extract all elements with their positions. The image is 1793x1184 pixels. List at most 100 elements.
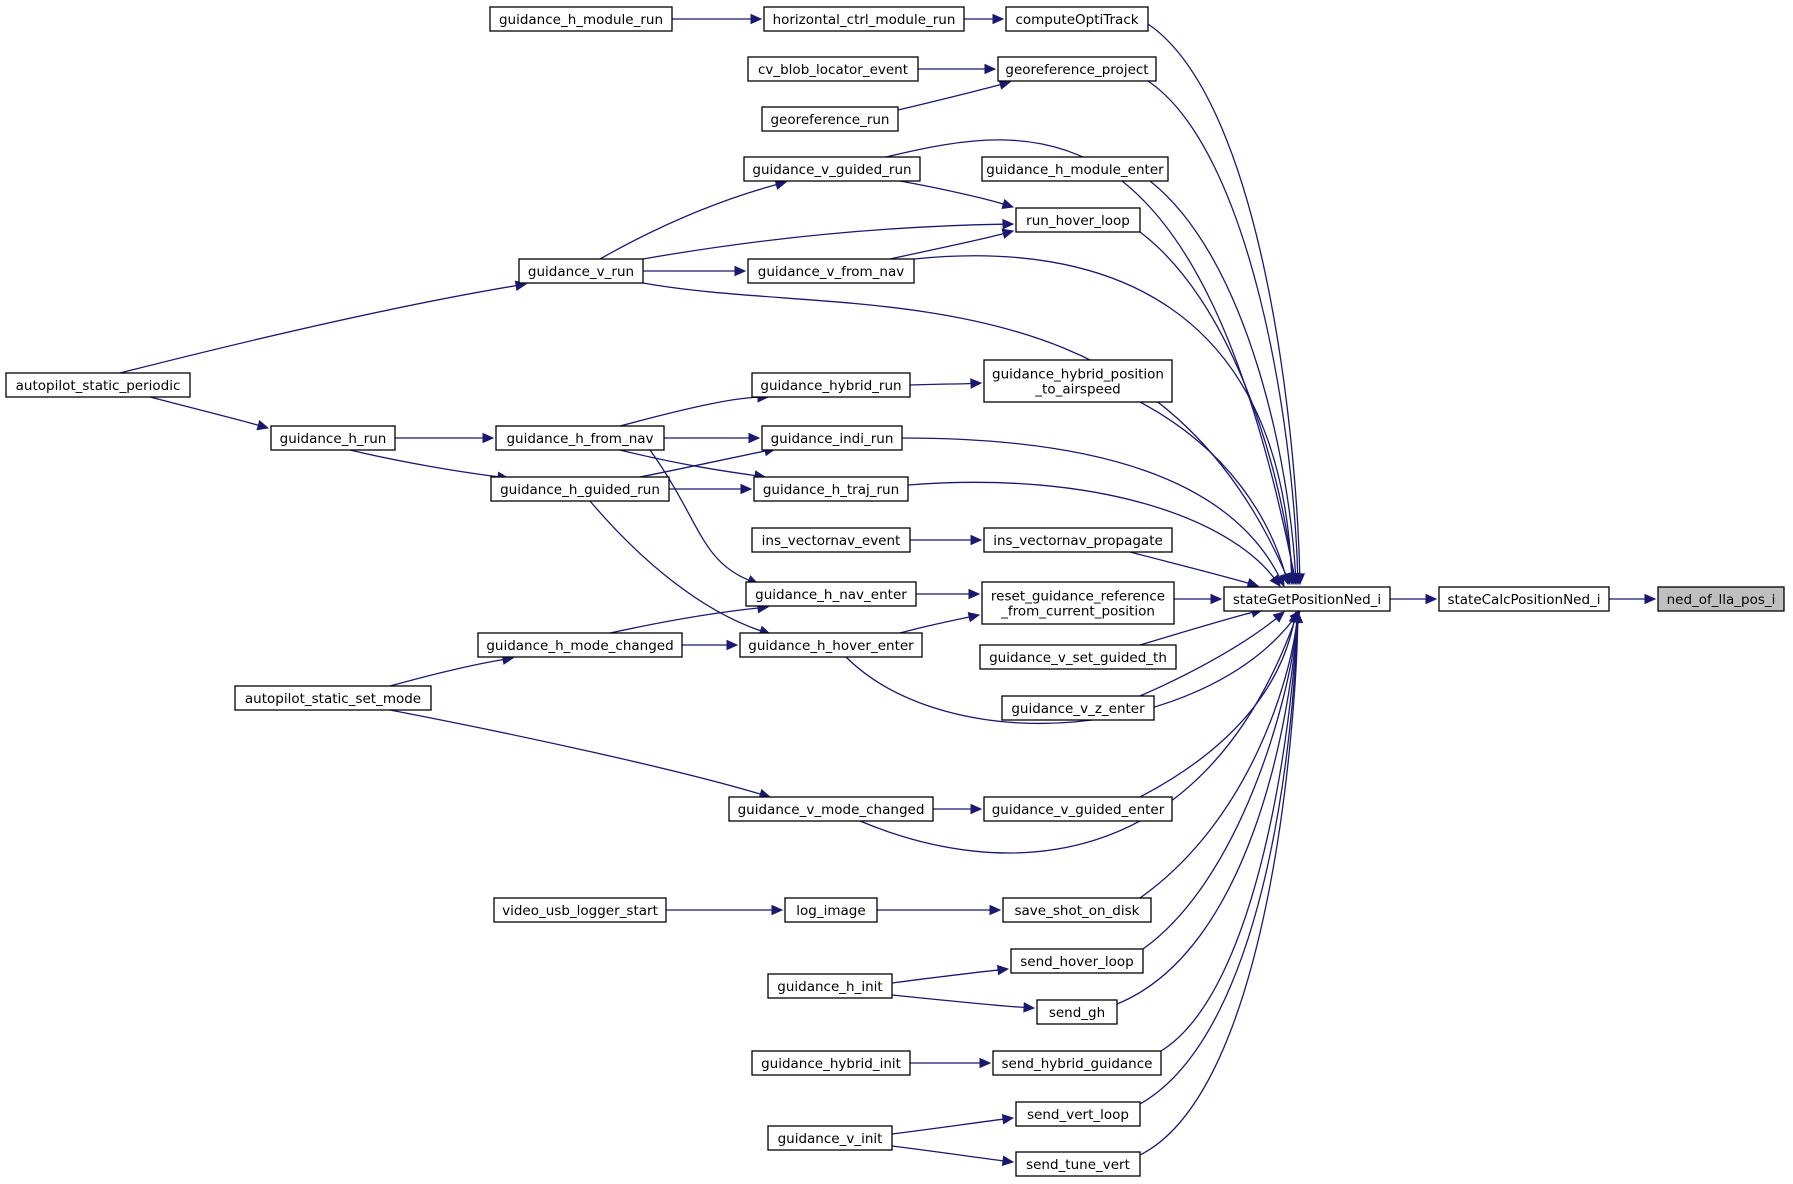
node-video_usb_logger_start[interactable]: video_usb_logger_start [493, 897, 667, 923]
node-guidance_h_from_nav[interactable]: guidance_h_from_nav [495, 425, 665, 451]
edge-guidance_h_mode_changed-to-guidance_h_hover_enter [682, 639, 739, 651]
edge-line [891, 1118, 1004, 1135]
arrowhead [1210, 593, 1223, 605]
edge-line [901, 437, 1281, 578]
node-box [743, 156, 921, 182]
edge-line [1139, 621, 1299, 1105]
node-guidance_h_run[interactable]: guidance_h_run [270, 425, 396, 451]
node-horizontal_ctrl_module_run[interactable]: horizontal_ctrl_module_run [763, 6, 965, 32]
node-cv_blob_locator_event[interactable]: cv_blob_locator_event [747, 56, 919, 82]
node-label: guidance_h_hover_enter [748, 638, 914, 654]
node-guidance_h_mode_changed[interactable]: guidance_h_mode_changed [477, 632, 683, 658]
node-box [981, 581, 1175, 625]
node-label: run_hover_loop [1026, 213, 1130, 229]
edge-guidance_h_run-to-guidance_h_from_nav [394, 432, 495, 444]
node-label: guidance_v_run [528, 264, 634, 280]
node-stateCalcPositionNed_i[interactable]: stateCalcPositionNed_i [1438, 586, 1610, 612]
edges-layer [119, 13, 1657, 1167]
edge-guidance_hybrid_init-to-send_hybrid_guidance [910, 1057, 992, 1069]
node-guidance_indi_run[interactable]: guidance_indi_run [761, 425, 903, 451]
arrowhead [1001, 1113, 1015, 1125]
node-box [493, 897, 667, 923]
node-autopilot_static_periodic[interactable]: autopilot_static_periodic [5, 372, 191, 398]
node-label: autopilot_static_periodic [16, 378, 181, 394]
node-label: guidance_hybrid_run [760, 378, 901, 394]
edge-line [639, 450, 766, 478]
edge-guidance_h_run-to-guidance_h_guided_run [349, 449, 510, 482]
arrowhead [1274, 574, 1285, 588]
arrowhead [984, 63, 997, 75]
node-log_image[interactable]: log_image [784, 897, 878, 923]
node-box [1015, 207, 1141, 233]
node-guidance_h_module_enter[interactable]: guidance_h_module_enter [981, 156, 1169, 182]
node-label: guidance_v_from_nav [758, 264, 904, 280]
edge-line [649, 449, 750, 581]
node-ins_vectornav_event[interactable]: ins_vectornav_event [751, 527, 911, 553]
node-guidance_hybrid_init[interactable]: guidance_hybrid_init [751, 1050, 911, 1076]
node-box [747, 56, 919, 82]
node-label: autopilot_static_set_mode [245, 691, 421, 707]
node-label: _to_airspeed [1034, 382, 1120, 398]
node-guidance_h_init[interactable]: guidance_h_init [767, 973, 893, 999]
node-guidance_v_mode_changed[interactable]: guidance_v_mode_changed [728, 796, 934, 822]
node-guidance_v_guided_run[interactable]: guidance_v_guided_run [743, 156, 921, 182]
node-georeference_run[interactable]: georeference_run [761, 106, 899, 132]
edge-guidance_v_init-to-send_tune_vert [891, 1145, 1015, 1167]
node-autopilot_static_set_mode[interactable]: autopilot_static_set_mode [234, 685, 432, 711]
node-box [1002, 897, 1152, 923]
edge-guidance_hybrid_run-to-guidance_hybrid_position_to_airspeed [909, 378, 983, 389]
node-save_shot_on_disk[interactable]: save_shot_on_disk [1002, 897, 1152, 923]
node-guidance_h_nav_enter[interactable]: guidance_h_nav_enter [745, 581, 917, 607]
node-georeference_project[interactable]: georeference_project [997, 56, 1157, 82]
node-box [5, 372, 191, 398]
node-send_vert_loop[interactable]: send_vert_loop [1015, 1101, 1141, 1127]
node-run_hover_loop[interactable]: run_hover_loop [1015, 207, 1141, 233]
edge-ins_vectornav_propagate-to-stateGetPositionNed_i [1129, 551, 1260, 589]
node-guidance_hybrid_position_to_airspeed[interactable]: guidance_hybrid_position_to_airspeed [983, 359, 1173, 403]
node-stateGetPositionNed_i[interactable]: stateGetPositionNed_i [1223, 586, 1391, 612]
node-box [1223, 586, 1391, 612]
node-box [997, 56, 1157, 82]
node-reset_guidance_reference_from_current_position[interactable]: reset_guidance_reference_from_current_po… [981, 581, 1175, 625]
edge-guidance_h_guided_run-to-guidance_indi_run [639, 445, 777, 478]
node-guidance_v_guided_enter[interactable]: guidance_v_guided_enter [983, 796, 1173, 822]
node-guidance_hybrid_run[interactable]: guidance_hybrid_run [751, 372, 911, 398]
node-guidance_v_init[interactable]: guidance_v_init [767, 1125, 893, 1151]
edge-line [1139, 621, 1298, 899]
edge-line [642, 223, 1004, 260]
node-box [728, 796, 934, 822]
edge-line [1139, 401, 1286, 575]
arrowhead [967, 611, 981, 623]
node-box [1010, 948, 1144, 974]
node-box [747, 258, 915, 284]
node-guidance_h_hover_enter[interactable]: guidance_h_hover_enter [739, 632, 923, 658]
node-box [1015, 1151, 1141, 1177]
node-box [234, 685, 432, 711]
node-guidance_v_set_guided_th[interactable]: guidance_v_set_guided_th [979, 644, 1177, 670]
arrowhead [992, 13, 1005, 25]
node-label: guidance_h_module_enter [986, 162, 1164, 178]
node-guidance_v_z_enter[interactable]: guidance_v_z_enter [1001, 695, 1155, 721]
node-ned_of_lla_pos_i[interactable]: ned_of_lla_pos_i [1657, 586, 1785, 612]
node-guidance_h_guided_run[interactable]: guidance_h_guided_run [490, 476, 670, 502]
node-computeOptiTrack[interactable]: computeOptiTrack [1005, 6, 1149, 32]
node-label: guidance_h_nav_enter [755, 587, 907, 603]
node-box [979, 644, 1177, 670]
node-guidance_v_from_nav[interactable]: guidance_v_from_nav [747, 258, 915, 284]
node-send_gh[interactable]: send_gh [1036, 999, 1118, 1025]
node-send_tune_vert[interactable]: send_tune_vert [1015, 1151, 1141, 1177]
node-guidance_v_run[interactable]: guidance_v_run [518, 258, 644, 284]
edge-autopilot_static_set_mode-to-guidance_v_mode_changed [389, 709, 772, 799]
edge-line [642, 282, 1287, 576]
node-guidance_h_module_run[interactable]: guidance_h_module_run [489, 6, 673, 32]
arrowhead [970, 378, 983, 389]
node-send_hover_loop[interactable]: send_hover_loop [1010, 948, 1144, 974]
edge-guidance_v_mode_changed-to-guidance_v_guided_enter [933, 803, 983, 815]
node-label: guidance_h_traj_run [763, 482, 899, 498]
node-label: ned_of_lla_pos_i [1667, 592, 1776, 608]
node-label: guidance_hybrid_position [992, 367, 1164, 383]
node-guidance_h_traj_run[interactable]: guidance_h_traj_run [753, 476, 909, 502]
node-send_hybrid_guidance[interactable]: send_hybrid_guidance [992, 1050, 1162, 1076]
node-ins_vectornav_propagate[interactable]: ins_vectornav_propagate [983, 527, 1173, 553]
